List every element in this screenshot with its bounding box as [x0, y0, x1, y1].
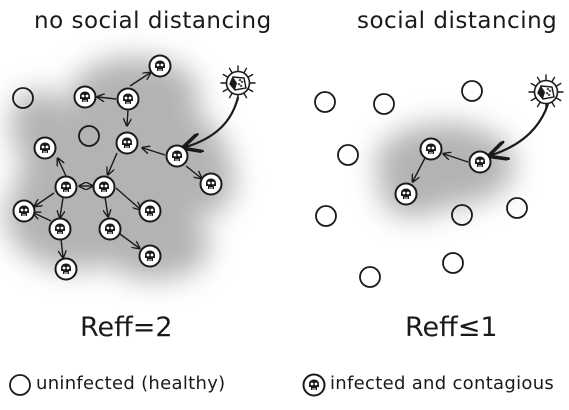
- infected-person: [92, 175, 116, 199]
- healthy-person: [442, 252, 464, 274]
- infected-person: [12, 199, 36, 223]
- panel-title-left: no social distancing: [34, 8, 272, 34]
- infected-person: [48, 217, 72, 241]
- virus-icon: [220, 65, 256, 101]
- healthy-person: [314, 91, 336, 113]
- healthy-person: [451, 204, 473, 226]
- infected-person: [165, 144, 189, 168]
- legend-infected-icon: [302, 373, 326, 397]
- legend-infected-label: infected and contagious: [330, 373, 555, 394]
- healthy-people: [12, 80, 528, 288]
- infected-person: [138, 244, 162, 268]
- infected-person: [199, 172, 223, 196]
- infected-person: [73, 85, 97, 109]
- infected-person: [468, 150, 492, 174]
- reff-label-right: Reff≤1: [405, 312, 498, 343]
- infected-person: [33, 136, 57, 160]
- infected-person: [148, 54, 172, 78]
- healthy-person: [337, 144, 359, 166]
- infected-person: [115, 131, 139, 155]
- source-arrow-right: [492, 103, 550, 155]
- legend-healthy-icon: [9, 374, 31, 396]
- infected-person: [54, 175, 78, 199]
- infected-person: [394, 182, 418, 206]
- healthy-person: [315, 205, 337, 227]
- spread-cloud-right: [375, 123, 515, 217]
- spread-cloud-left: [5, 57, 235, 280]
- transmission-arrows-right: [413, 154, 469, 181]
- infected-person: [116, 87, 140, 111]
- virus-icon: [528, 74, 564, 110]
- infected-person: [54, 257, 78, 281]
- healthy-person: [12, 87, 34, 109]
- infected-person: [419, 137, 443, 161]
- transmission-arrows-left: [34, 73, 201, 257]
- healthy-person: [506, 197, 528, 219]
- legend-uninfected-label: uninfected (healthy): [36, 373, 226, 394]
- healthy-person: [461, 80, 483, 102]
- source-arrow-left: [186, 96, 240, 147]
- infected-person: [138, 199, 162, 223]
- panel-title-right: social distancing: [357, 8, 558, 34]
- healthy-person: [373, 93, 395, 115]
- reff-label-left: Reff=2: [80, 312, 173, 343]
- healthy-person: [78, 125, 100, 147]
- healthy-person: [359, 266, 381, 288]
- infected-person: [98, 217, 122, 241]
